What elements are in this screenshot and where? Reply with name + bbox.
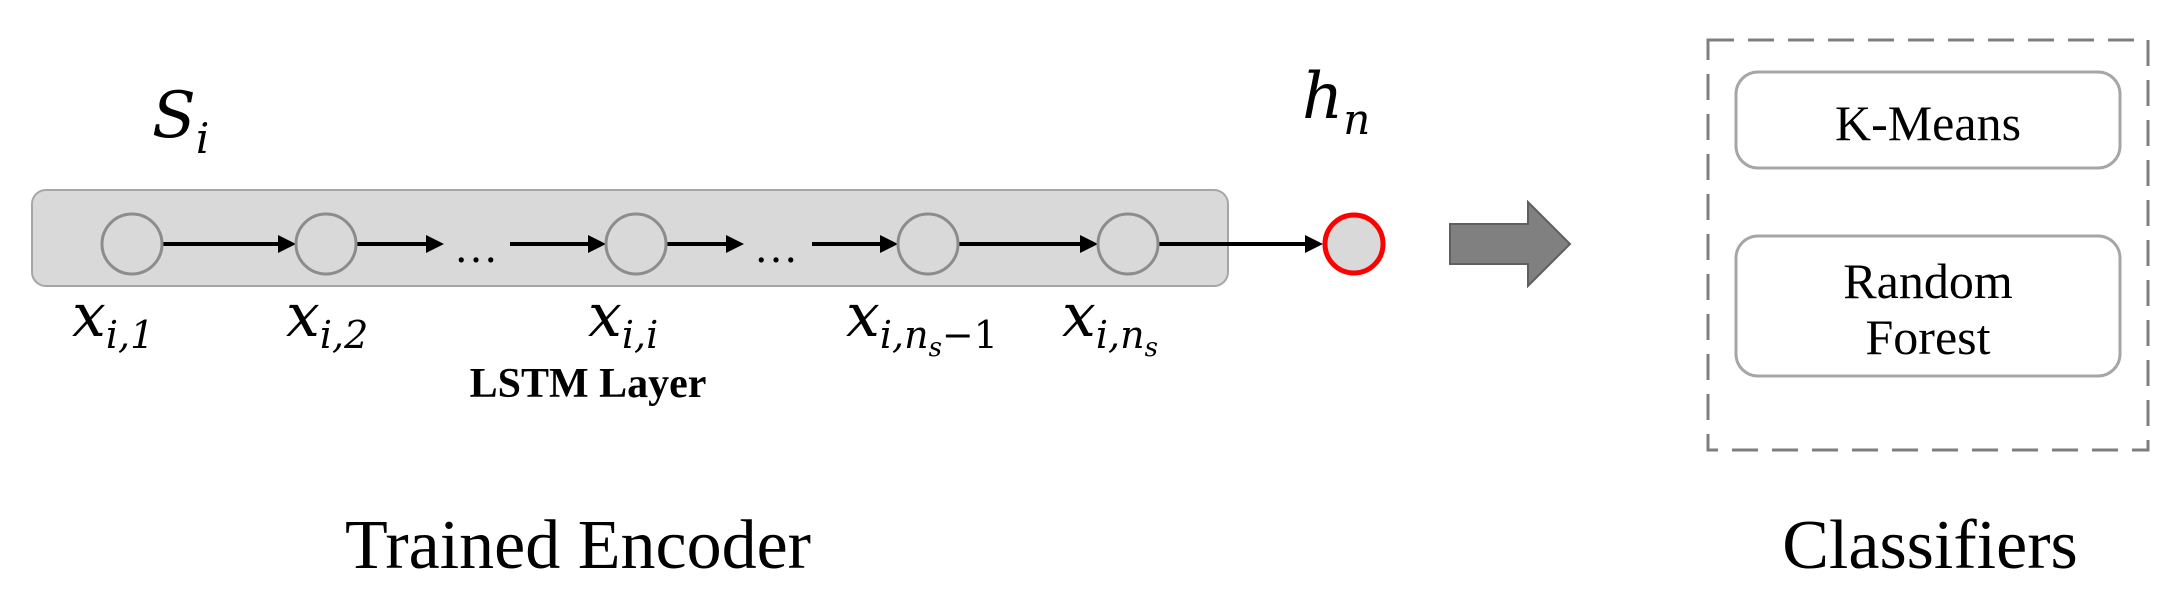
sequence-label: Si: [152, 79, 209, 163]
ellipsis-2: …: [754, 223, 798, 272]
kmeans-box: [1734, 70, 2122, 170]
arrow-3-ellipsis-head: [726, 235, 744, 253]
output-node: [1322, 212, 1386, 276]
encoder-caption: Trained Encoder: [345, 507, 811, 584]
sequence-arrows: [162, 235, 1323, 253]
arrow-5-output-head: [1305, 235, 1323, 253]
classifier-item-kmeans: K-Means: [1734, 70, 2122, 170]
lstm-node-4: [896, 212, 960, 276]
node-label-2: xi,2: [286, 281, 368, 357]
classifiers-box: [1706, 38, 2150, 452]
node-label-1: xi,1: [72, 281, 154, 357]
lstm-nodes: [100, 212, 1160, 276]
arrow-4-5-head: [1080, 235, 1098, 253]
node-label-3: xi,i: [588, 281, 658, 357]
lstm-layer-label: LSTM Layer: [470, 361, 707, 407]
random-forest-box: [1734, 234, 2122, 378]
output-label: hn: [1302, 60, 1370, 144]
arrow-ellipsis-4-head: [880, 235, 898, 253]
arrow-2-ellipsis-head: [426, 235, 444, 253]
node-label-5: xi,ns: [1062, 281, 1158, 363]
kmeans-label: K-Means: [1835, 95, 2021, 151]
lstm-node-5: [1096, 212, 1160, 276]
lstm-node-1: [100, 212, 164, 276]
big-arrow: [1449, 199, 1572, 289]
node-label-4: xi,ns−1: [846, 281, 998, 363]
arrow-ellipsis-3-head: [588, 235, 606, 253]
arrow-1-2-head: [278, 235, 296, 253]
node-labels: xi,1 xi,2 xi,i xi,ns−1 xi,ns: [72, 281, 1158, 363]
lstm-node-2: [294, 212, 358, 276]
ellipsis-1: …: [454, 223, 498, 272]
classifiers-caption: Classifiers: [1782, 507, 2078, 584]
lstm-node-3: [604, 212, 668, 276]
